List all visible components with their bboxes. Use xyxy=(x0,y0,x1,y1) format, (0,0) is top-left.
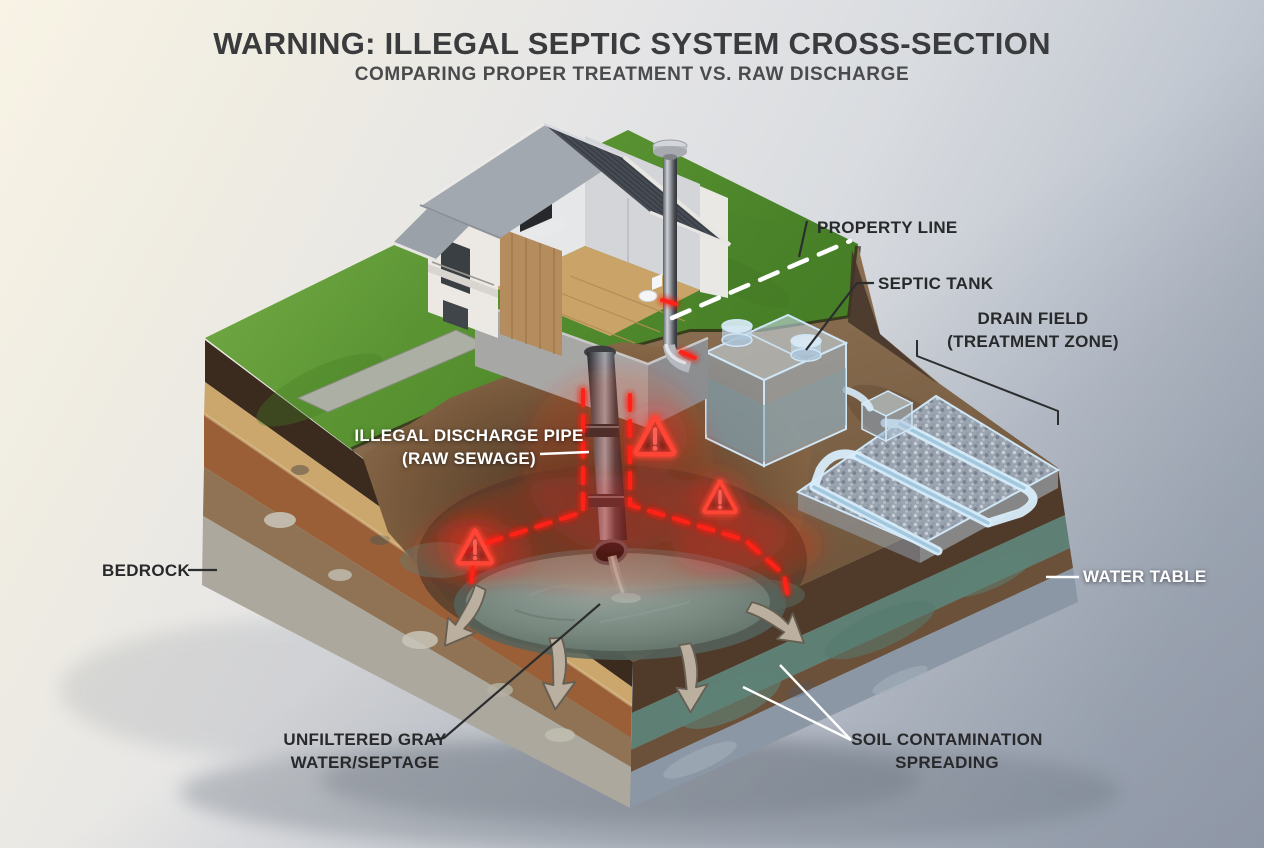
label-soil-contamination: SOIL CONTAMINATION SPREADING xyxy=(851,730,1043,772)
label-illegal-discharge-pipe: ILLEGAL DISCHARGE PIPE (RAW SEWAGE) xyxy=(354,426,584,468)
property-line-dashes xyxy=(669,238,853,321)
toilet xyxy=(638,274,662,302)
label-water-table: WATER TABLE xyxy=(1083,567,1207,586)
leader-soil-contamination-2 xyxy=(742,685,852,742)
tank-risers xyxy=(721,319,822,362)
leader-illegal-pipe xyxy=(539,450,590,456)
leader-septic-tank xyxy=(805,281,874,351)
leader-lines-dark xyxy=(188,220,1059,742)
label-property-line: PROPERTY LINE xyxy=(817,218,958,237)
leader-property-line xyxy=(797,220,809,258)
soil-right-face xyxy=(630,468,1078,808)
label-unfiltered-gray-water: UNFILTERED GRAY WATER/SEPTAGE xyxy=(283,730,447,772)
window xyxy=(443,300,468,330)
roof-right-plane xyxy=(544,124,730,245)
label-septic-tank: SEPTIC TANK xyxy=(878,274,994,293)
contamination-glow xyxy=(412,368,823,591)
boundary-dash-right xyxy=(628,393,790,600)
distribution-box xyxy=(860,390,914,443)
page-title: WARNING: ILLEGAL SEPTIC SYSTEM CROSS-SEC… xyxy=(213,26,1051,61)
septic-tank-ghost xyxy=(664,313,874,468)
roof-left-plane xyxy=(420,124,624,238)
drain-field xyxy=(795,390,1061,563)
label-bedrock: BEDROCK xyxy=(102,561,191,580)
leader-drain-field xyxy=(916,340,1059,425)
contamination-boundary xyxy=(453,298,790,600)
page-subtitle: COMPARING PROPER TREATMENT VS. RAW DISCH… xyxy=(354,64,910,85)
label-drain-field: DRAIN FIELD (TREATMENT ZONE) xyxy=(947,309,1119,351)
leader-soil-contamination-1 xyxy=(779,664,852,741)
leader-unfiltered xyxy=(429,603,601,742)
leader-lines-light xyxy=(539,450,1079,742)
